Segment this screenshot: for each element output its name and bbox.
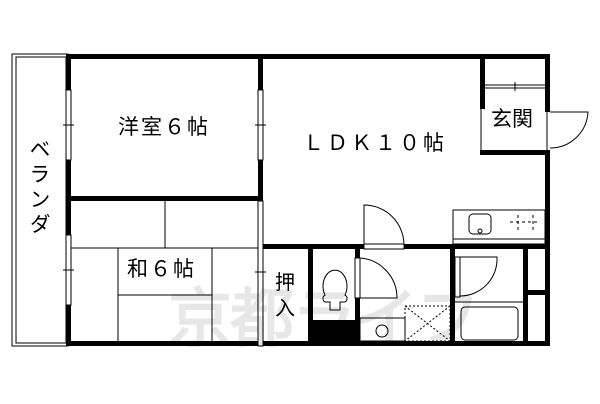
watermark: 京都ライフ — [168, 283, 480, 357]
room-label-veranda: ベランダ — [27, 138, 51, 238]
tatami-lines — [71, 201, 258, 341]
room-label-japanese: 和６帖 — [127, 257, 196, 281]
toilet-fixture — [322, 269, 348, 311]
kitchen-counter — [452, 209, 546, 245]
room-label-closet-bottom: 入 — [275, 296, 297, 320]
washer-space — [404, 305, 451, 342]
room-label-closet-top: 押 — [275, 270, 297, 294]
room-label-entrance: 玄関 — [491, 107, 533, 131]
room-label-ldk: ＬＤＫ１０帖 — [303, 131, 447, 155]
room-label-western: 洋室６帖 — [118, 115, 210, 139]
